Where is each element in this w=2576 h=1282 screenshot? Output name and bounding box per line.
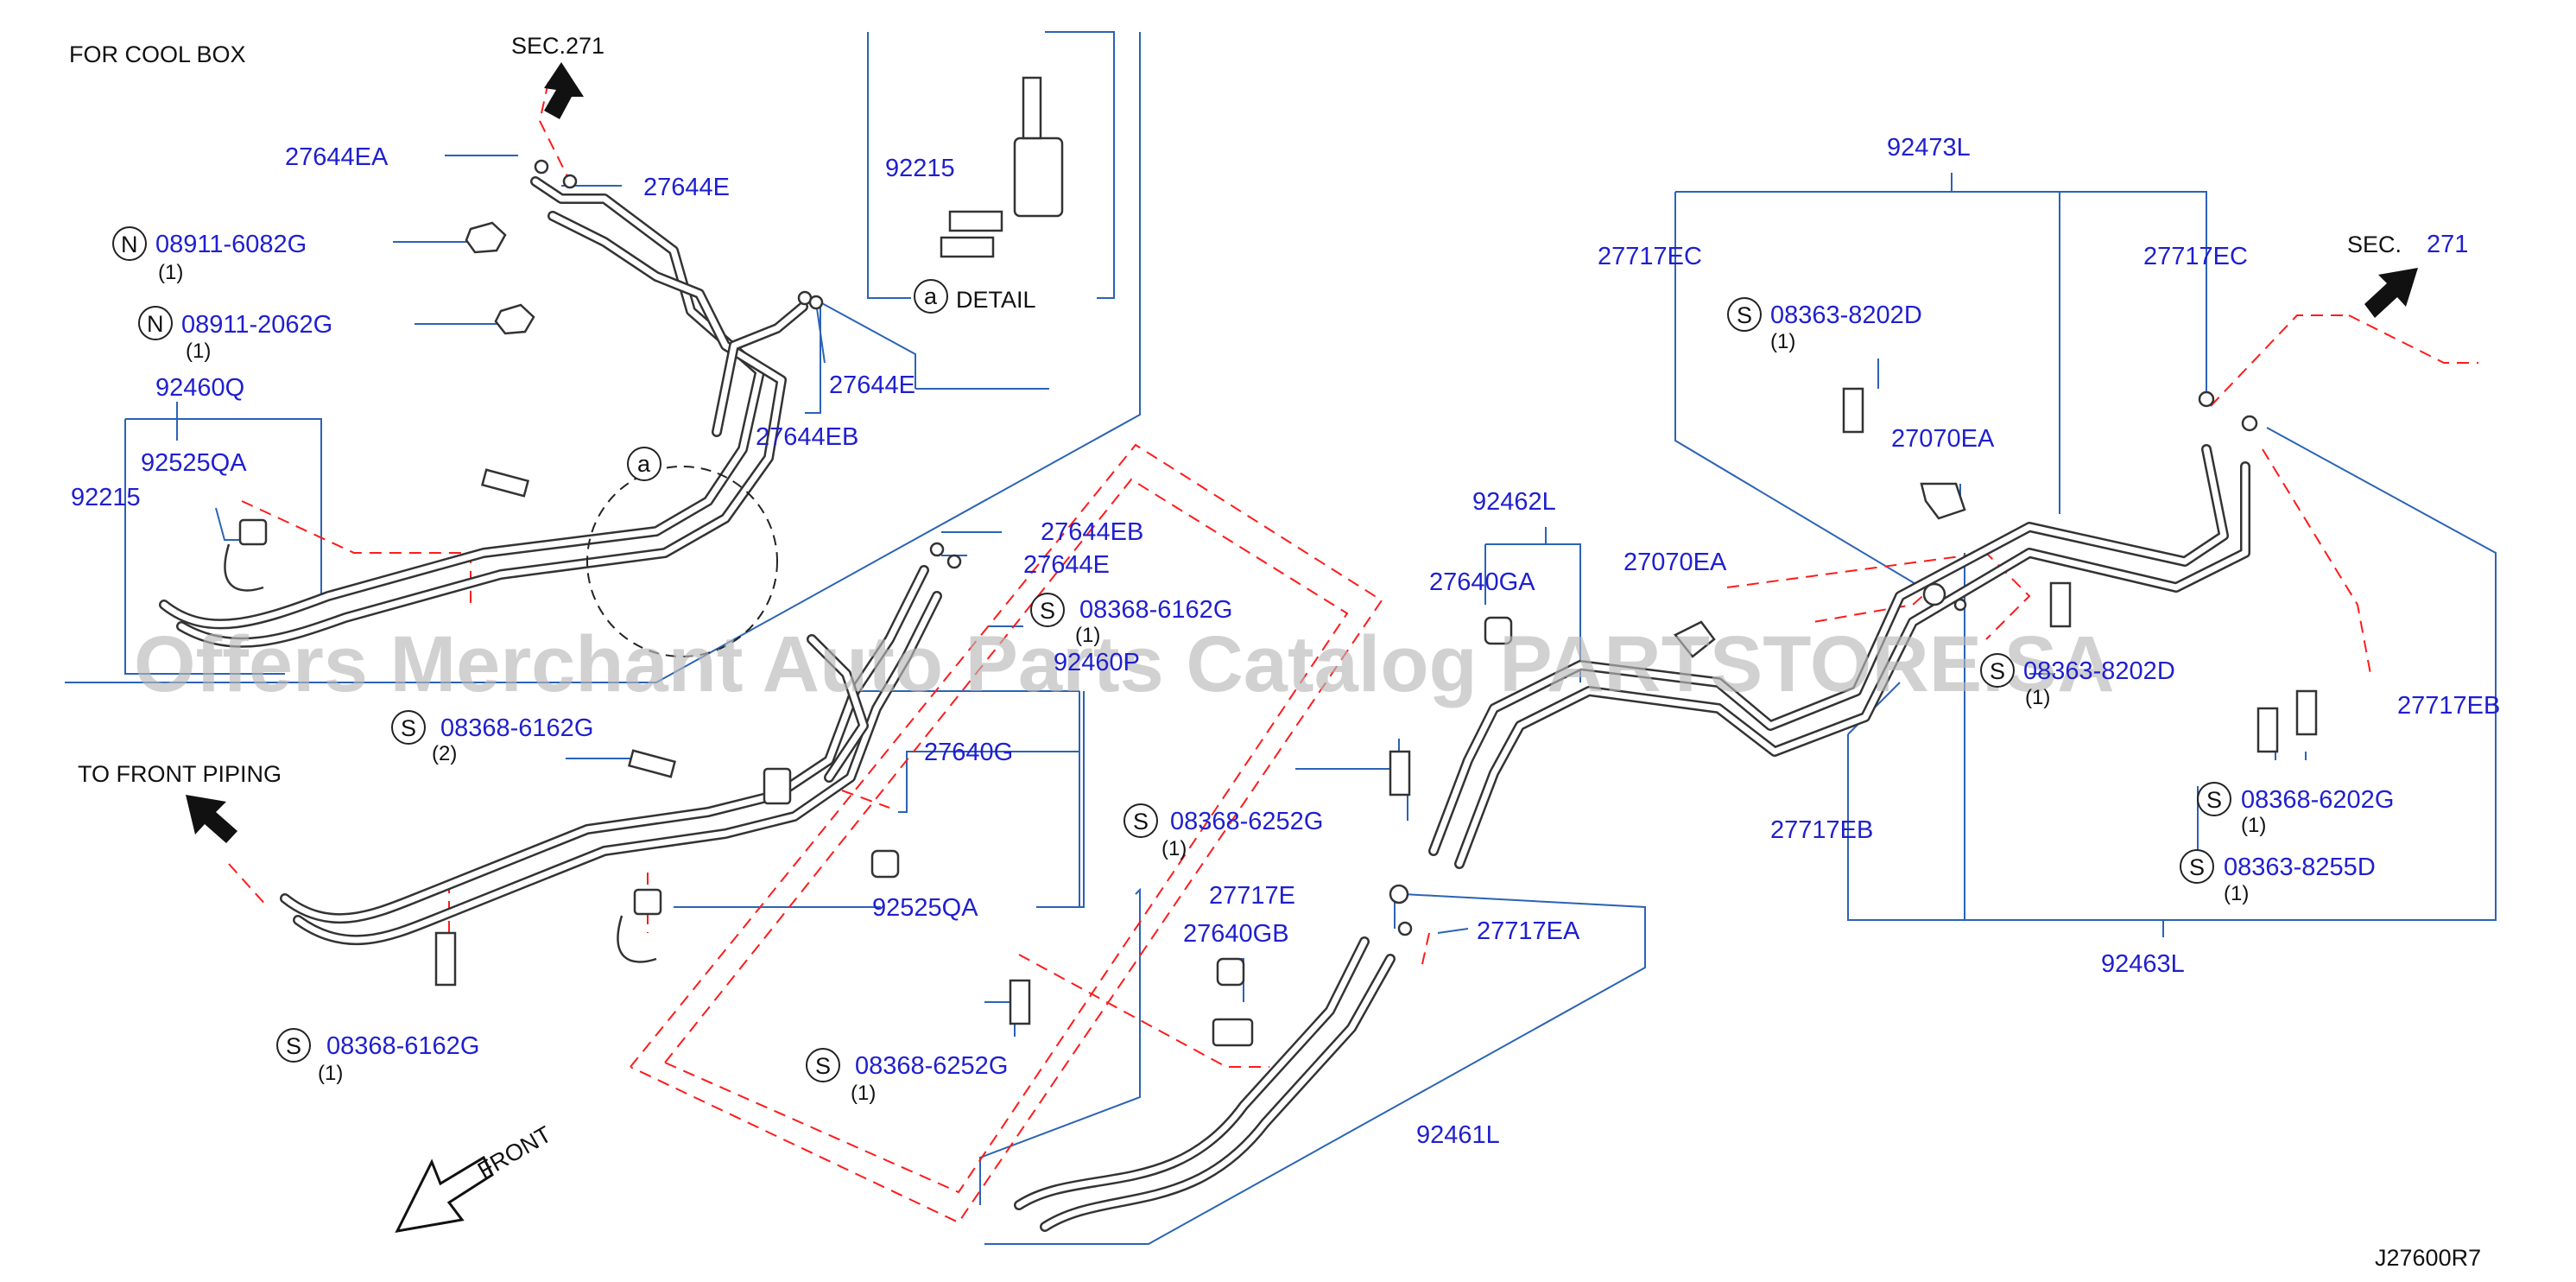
part-label[interactable]: 27640GA: [1429, 568, 1535, 596]
part-label[interactable]: 27717EB: [2397, 692, 2500, 720]
prefix-s-08363-8202d-a: S: [1737, 302, 1752, 328]
part-label[interactable]: 92462L: [1472, 488, 1556, 516]
front-piping-arrow: [186, 795, 237, 843]
part-label[interactable]: 27644E: [1023, 551, 1110, 579]
part-label[interactable]: 08368-6202G: [2241, 786, 2394, 814]
part-label[interactable]: 92460Q: [155, 374, 244, 402]
part-label[interactable]: 92215: [71, 484, 141, 511]
part-label[interactable]: 92461L: [1416, 1121, 1500, 1149]
part-label[interactable]: 27717EB: [1770, 816, 1873, 844]
qty-label: (1): [2241, 814, 2266, 837]
pipe-assemblies: [159, 176, 2250, 1232]
note-cool-box: FOR COOL BOX: [69, 41, 246, 67]
part-label[interactable]: 08368-6252G: [1170, 808, 1323, 835]
qty-label: (1): [158, 261, 183, 284]
part-label[interactable]: 08368-6252G: [855, 1052, 1008, 1080]
prefix-s-08368-6162g-a: S: [1040, 598, 1055, 624]
part-label[interactable]: 27717EC: [2143, 243, 2248, 270]
part-label[interactable]: 27070EA: [1623, 549, 1727, 576]
qty-label: (1): [2224, 882, 2249, 905]
prefix-n-08911-2062g: N: [147, 311, 164, 337]
part-label[interactable]: 27644EB: [756, 423, 858, 451]
note-front: FRONT: [473, 1121, 556, 1184]
part-label[interactable]: 27640GB: [1183, 920, 1289, 948]
part-label[interactable]: 92525QA: [141, 449, 247, 477]
part-label[interactable]: 08368-6162G: [1079, 596, 1232, 624]
part-label[interactable]: 27644EB: [1041, 518, 1143, 546]
sec-271-arrow-right: [2364, 268, 2418, 318]
note-sec-271-left: SEC.271: [511, 33, 604, 59]
detail-letter: a: [924, 283, 938, 309]
drawing-id: J27600R7: [2375, 1245, 2481, 1271]
part-label[interactable]: 92460P: [1054, 649, 1140, 676]
part-label[interactable]: 08363-8202D: [2023, 657, 2175, 685]
qty-label: (1): [851, 1082, 876, 1105]
part-label[interactable]: 08363-8202D: [1770, 301, 1922, 329]
direction-arrows: [186, 62, 2418, 1233]
small-parts: [224, 76, 2318, 1047]
sec-271-arrow-left: [544, 62, 584, 119]
qty-label: (1): [2025, 686, 2050, 709]
part-label[interactable]: 08911-2062G: [181, 311, 332, 339]
quantities: (1) (1) (1) (2) (1) (1) (1) (1) (1) (1) …: [158, 261, 2266, 1105]
qty-label: (1): [186, 340, 211, 363]
part-label[interactable]: 27644EA: [285, 143, 389, 171]
prefix-s-08363-8202d-b: S: [1990, 658, 2005, 684]
part-label[interactable]: 27070EA: [1891, 425, 1995, 453]
leader-lines: [65, 31, 2497, 1245]
part-label[interactable]: 92463L: [2101, 950, 2185, 978]
qty-label: (1): [1075, 624, 1100, 647]
note-front-piping: TO FRONT PIPING: [78, 761, 282, 787]
qty-label: (1): [1161, 837, 1187, 860]
note-sec-right-number: 271: [2427, 231, 2468, 258]
part-label[interactable]: 08911-6082G: [155, 231, 307, 258]
qty-label: (1): [318, 1062, 343, 1085]
prefix-s-08368-6202g: S: [2206, 787, 2222, 813]
part-label[interactable]: 27644E: [643, 174, 730, 201]
part-label[interactable]: 92473L: [1887, 134, 1971, 162]
watermark: Offers Merchant Auto Parts Catalog PARTS…: [134, 620, 2115, 708]
prefix-s-08368-6252g-b: S: [815, 1053, 831, 1079]
note-sec-right-prefix: SEC.: [2347, 232, 2402, 257]
part-label[interactable]: 27717EC: [1598, 243, 1702, 270]
prefix-s-08363-8255d: S: [2189, 854, 2205, 880]
callout-letter: a: [637, 451, 651, 477]
prefix-n-08911-6082g: N: [121, 232, 138, 257]
part-label[interactable]: 08368-6162G: [440, 714, 593, 742]
prefix-s-08368-6252g-a: S: [1133, 809, 1149, 835]
part-label[interactable]: 92525QA: [872, 894, 978, 922]
part-label[interactable]: 27640G: [924, 739, 1013, 766]
qty-label: (2): [432, 742, 457, 765]
prefix-s-08368-6162g-c: S: [286, 1033, 301, 1059]
part-label[interactable]: 27717E: [1209, 882, 1295, 910]
prefix-markers: N N S S S S S S S S S a a: [112, 226, 2231, 1082]
part-label[interactable]: 92215: [885, 155, 955, 182]
note-detail: DETAIL: [956, 287, 1036, 313]
part-labels: 27644EA 27644E 08911-6082G 08911-2062G 9…: [71, 134, 2500, 1149]
part-label[interactable]: 08368-6162G: [326, 1032, 479, 1060]
prefix-s-08368-6162g-b: S: [401, 715, 416, 741]
part-label[interactable]: 27644E: [829, 371, 915, 399]
assembly-dash-lines: [228, 81, 2478, 1224]
part-label[interactable]: 08363-8255D: [2224, 854, 2376, 881]
qty-label: (1): [1770, 330, 1795, 353]
front-arrow-icon: [395, 1155, 494, 1233]
part-label[interactable]: 27717EA: [1477, 917, 1580, 945]
